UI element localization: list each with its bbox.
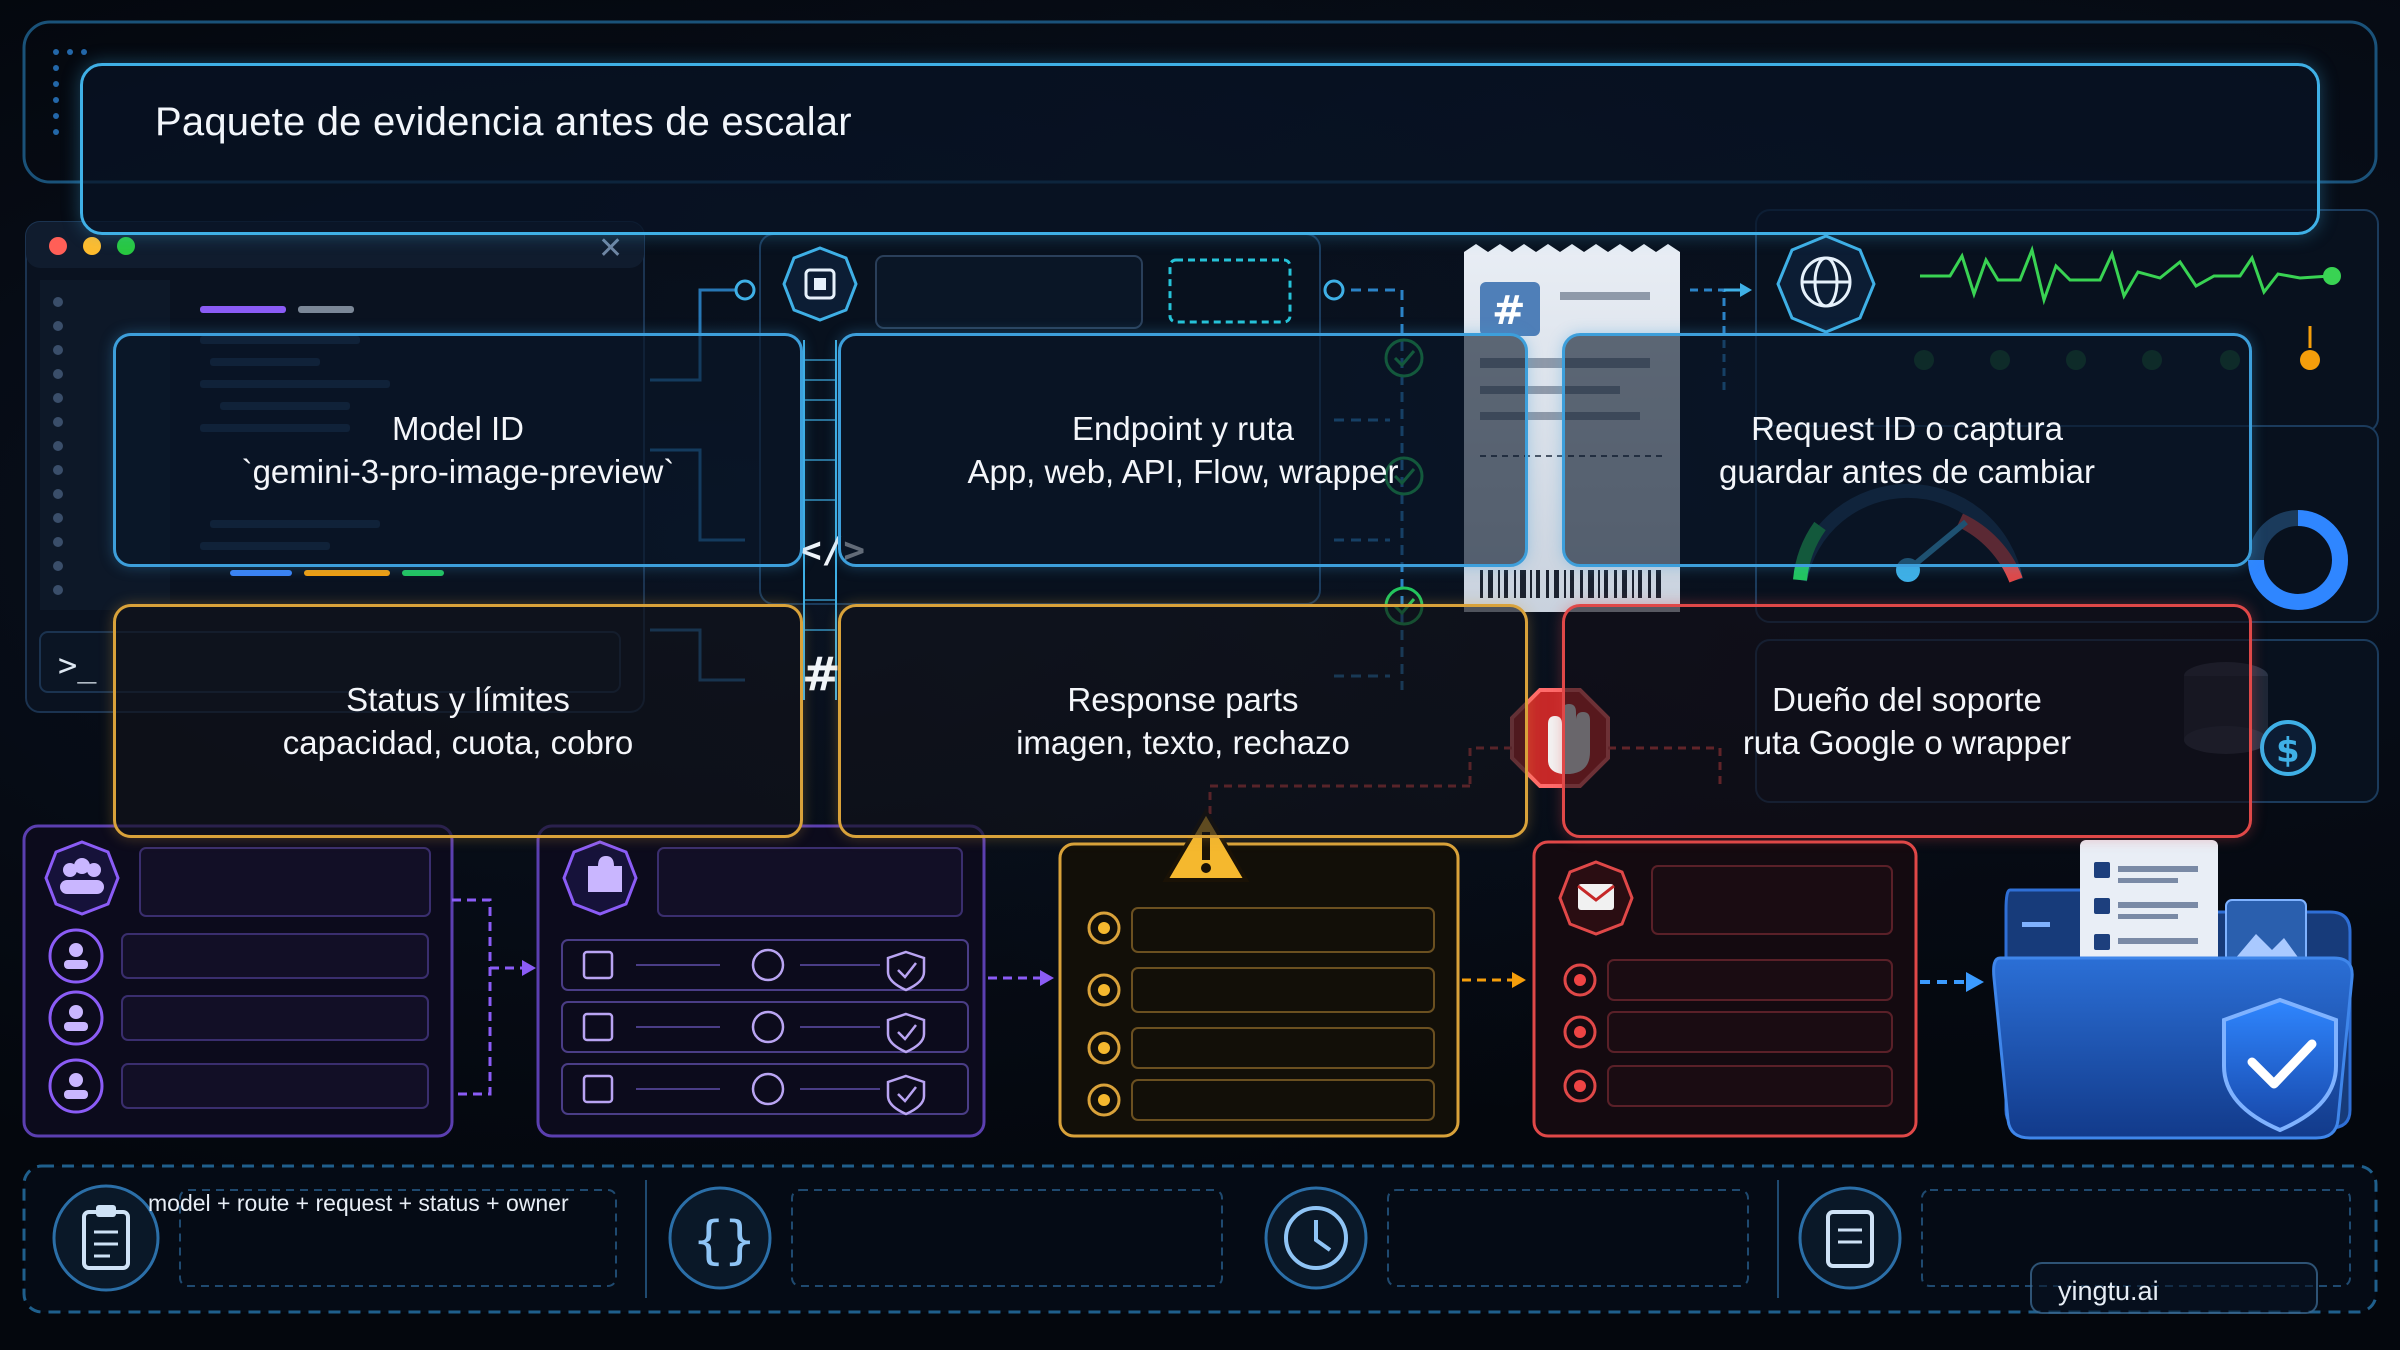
card-owner-title: Dueño del soporte [1772,681,2042,718]
card-response-detail: imagen, texto, rechazo [1016,724,1350,761]
svg-text:#: # [1492,288,1526,334]
bottom-toolbar-illustration: {} [22,1164,2378,1314]
folder-shield-icon [1992,840,2354,1140]
card-model-id-detail: `gemini-3-pro-image-preview` [241,453,675,490]
card-endpoint-detail: App, web, API, Flow, wrapper [967,453,1399,490]
card-request-id-title: Request ID o captura [1751,410,2063,447]
card-owner: Dueño del soporte ruta Google o wrapper [1562,604,2252,838]
page-title: Paquete de evidencia antes de escalar [155,100,852,144]
svg-text:>_: >_ [58,646,97,684]
mail-panel-illustration [1532,840,1918,1138]
users-panel-illustration [22,824,454,1138]
watermark: yingtu.ai [2030,1262,2318,1314]
card-owner-detail: ruta Google o wrapper [1742,724,2072,761]
card-response-title: Response parts [1067,681,1299,718]
warning-panel-illustration [1058,808,1460,1138]
title-bar: Paquete de evidencia antes de escalar [80,63,2320,235]
card-status: Status y límites capacidad, cuota, cobro [113,604,803,838]
svg-text:{}: {} [693,1211,756,1271]
card-endpoint-title: Endpoint y ruta [1072,410,1294,447]
card-model-id-title: Model ID [391,410,525,447]
svg-text:#: # [802,647,841,701]
card-endpoint: Endpoint y ruta App, web, API, Flow, wra… [838,333,1528,567]
puzzle-panel-illustration [536,824,986,1138]
svg-text:✕: ✕ [598,232,623,265]
card-response: Response parts imagen, texto, rechazo [838,604,1528,838]
card-request-id-detail: guardar antes de cambiar [1718,453,2096,490]
card-request-id: Request ID o captura guardar antes de ca… [1562,333,2252,567]
card-status-detail: capacidad, cuota, cobro [282,724,634,761]
card-model-id: Model ID `gemini-3-pro-image-preview` [113,333,803,567]
evidence-formula-caption: model + route + request + status + owner [148,1190,569,1216]
watermark-text: yingtu.ai [2058,1276,2159,1306]
card-status-title: Status y límites [346,681,570,718]
svg-text:$: $ [2276,731,2300,771]
